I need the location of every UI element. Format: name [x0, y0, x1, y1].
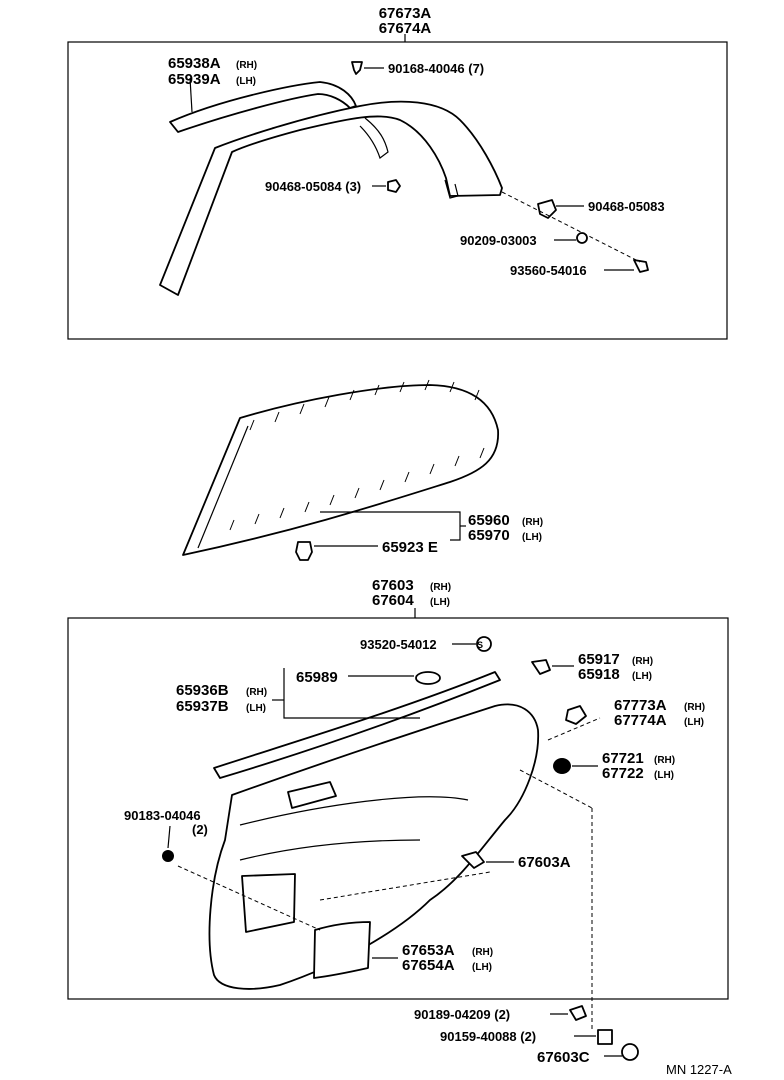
courtesy-lamp-cover-part	[313, 921, 371, 979]
svg-text:S: S	[477, 640, 483, 650]
label-65938a-side: (RH)	[236, 60, 257, 71]
nut-90209-icon	[576, 232, 588, 244]
label-67721-side: (RH)	[654, 755, 675, 766]
label-65937b: 65937B	[176, 698, 229, 715]
diagram-code: MN 1227-A	[666, 1062, 732, 1077]
clip-90468-05083-icon	[537, 199, 557, 219]
label-67653a: 67653A	[402, 942, 455, 959]
label-90183: 90183-04046	[124, 808, 201, 823]
top-header-2: 67674A	[379, 20, 432, 37]
bottom-header-67604-side: (LH)	[430, 597, 450, 608]
label-65917-side: (RH)	[632, 656, 653, 667]
cover-67773a-icon	[565, 705, 587, 725]
label-65918: 65918	[578, 666, 620, 683]
label-67603a: 67603A	[518, 854, 571, 871]
plug-65989-icon	[415, 671, 441, 685]
label-90159: 90159-40088 (2)	[440, 1029, 536, 1044]
label-90189: 90189-04209 (2)	[414, 1007, 510, 1022]
spacer-65923-icon	[295, 541, 313, 561]
door-frame-garnish-part	[159, 100, 503, 296]
bottom-section: 67603 (RH) 67604 (LH) S 93520-54012 6591…	[67, 577, 729, 1030]
top-section: 67673A 67674A 65938A (RH) 65939A (LH) 90…	[67, 5, 728, 340]
label-65970: 65970	[468, 527, 510, 544]
clip-90468-05084-icon	[387, 179, 401, 193]
label-93560: 93560-54016	[510, 263, 587, 278]
label-67773a-side: (RH)	[684, 702, 705, 713]
label-67654a: 67654A	[402, 957, 455, 974]
weatherstrip-roof-part	[169, 81, 357, 133]
label-67603c: 67603C	[537, 1049, 590, 1066]
clip-90183-icon	[162, 850, 174, 862]
clip-93520-icon	[476, 636, 492, 652]
label-65918-side: (LH)	[632, 671, 652, 682]
bottom-header-67603: 67603	[372, 577, 414, 594]
screw-93560-icon	[633, 259, 649, 273]
label-90468-05083: 90468-05083	[588, 199, 665, 214]
bottom-frame	[67, 617, 729, 1000]
knob-67721-icon	[553, 758, 571, 774]
label-67654a-side: (LH)	[472, 962, 492, 973]
screw-67603a-icon	[461, 851, 485, 869]
label-90183-qty: (2)	[192, 822, 208, 837]
top-header-1: 67673A	[379, 5, 432, 22]
screw-90159-icon	[597, 1029, 613, 1045]
end-cap-icon	[531, 659, 551, 675]
loose-parts: 90189-04209 (2) 90159-40088 (2) 67603C M…	[414, 1005, 732, 1077]
clip-90189-icon	[569, 1005, 587, 1021]
bottom-header-67603-side: (RH)	[430, 582, 451, 593]
label-67721: 67721	[602, 750, 644, 767]
label-67774a: 67774A	[614, 712, 667, 729]
pull-pocket-part	[241, 873, 296, 933]
middle-section: 65960 (RH) 65970 (LH) 65923 E	[182, 379, 543, 561]
label-65989: 65989	[296, 669, 338, 686]
label-93520: 93520-54012	[360, 637, 437, 652]
label-67722: 67722	[602, 765, 644, 782]
label-65923e: 65923 E	[382, 539, 438, 556]
label-67774a-side: (LH)	[684, 717, 704, 728]
label-65939a-side: (LH)	[236, 76, 256, 87]
label-65960-side: (RH)	[522, 517, 543, 528]
clip-90168-icon	[351, 61, 363, 75]
top-frame	[67, 41, 728, 340]
label-65938a: 65938A	[168, 55, 221, 72]
belt-weatherstrip-part	[213, 671, 501, 779]
cap-67603c-icon	[621, 1043, 639, 1061]
label-67773a: 67773A	[614, 697, 667, 714]
label-90209: 90209-03003	[460, 233, 537, 248]
label-65936b-side: (RH)	[246, 687, 267, 698]
bottom-header-67604: 67604	[372, 592, 414, 609]
label-90168: 90168-40046 (7)	[388, 61, 484, 76]
label-67653a-side: (RH)	[472, 947, 493, 958]
label-65960: 65960	[468, 512, 510, 529]
label-67722-side: (LH)	[654, 770, 674, 781]
label-90468-05084: 90468-05084 (3)	[265, 179, 361, 194]
label-65936b: 65936B	[176, 682, 229, 699]
label-65939a: 65939A	[168, 71, 221, 88]
inside-handle-bezel-part	[287, 781, 337, 809]
label-65917: 65917	[578, 651, 620, 668]
label-65937b-side: (LH)	[246, 703, 266, 714]
label-65970-side: (LH)	[522, 532, 542, 543]
